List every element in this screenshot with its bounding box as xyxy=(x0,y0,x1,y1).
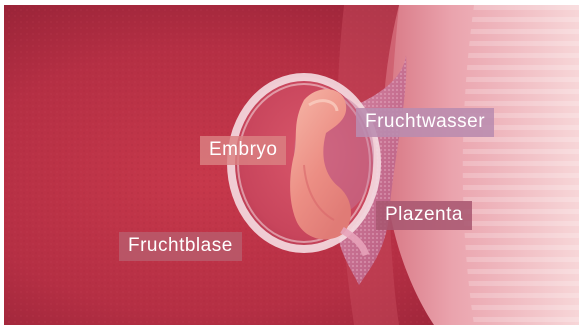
embryo-illustration xyxy=(4,5,579,325)
label-embryo: Embryo xyxy=(200,136,286,165)
label-fruchtblase: Fruchtblase xyxy=(119,232,242,261)
illustration: Embryo Fruchtwasser Plazenta Fruchtblase xyxy=(4,5,579,325)
label-plazenta: Plazenta xyxy=(376,201,472,230)
label-fruchtwasser: Fruchtwasser xyxy=(356,108,494,137)
